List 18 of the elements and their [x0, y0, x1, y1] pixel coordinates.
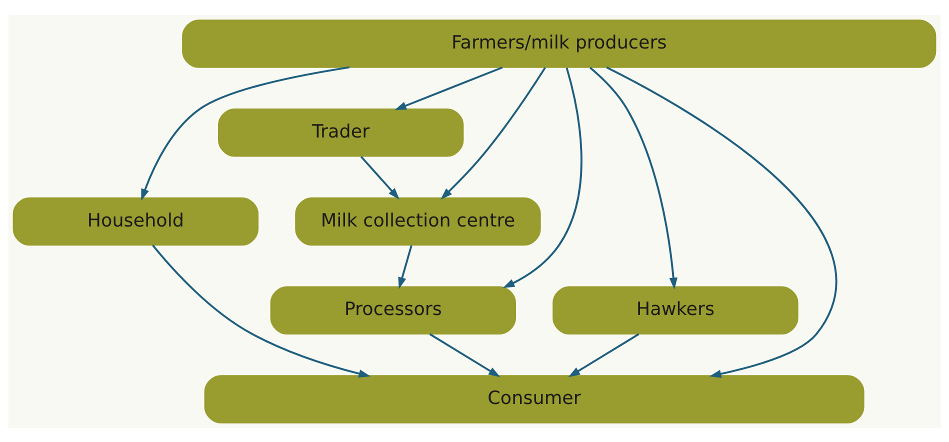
arrow [440, 66, 546, 199]
arrow [360, 155, 400, 200]
node-box: Consumer [204, 374, 864, 423]
node-box: Trader [218, 108, 464, 156]
arrow [429, 332, 500, 377]
arrow [606, 66, 838, 378]
arrow [589, 66, 678, 289]
arrow [502, 67, 582, 288]
arrow [398, 244, 412, 289]
node-box: Hawkers [552, 286, 798, 334]
node-box: Milk collection centre [295, 196, 541, 246]
node-box: Farmers/milk producers [182, 19, 936, 68]
arrow [141, 66, 350, 200]
arrow [394, 66, 503, 110]
arrow [568, 332, 640, 377]
node-box: Processors [270, 286, 516, 334]
node-box: Household [12, 196, 259, 246]
arrow [152, 244, 371, 378]
